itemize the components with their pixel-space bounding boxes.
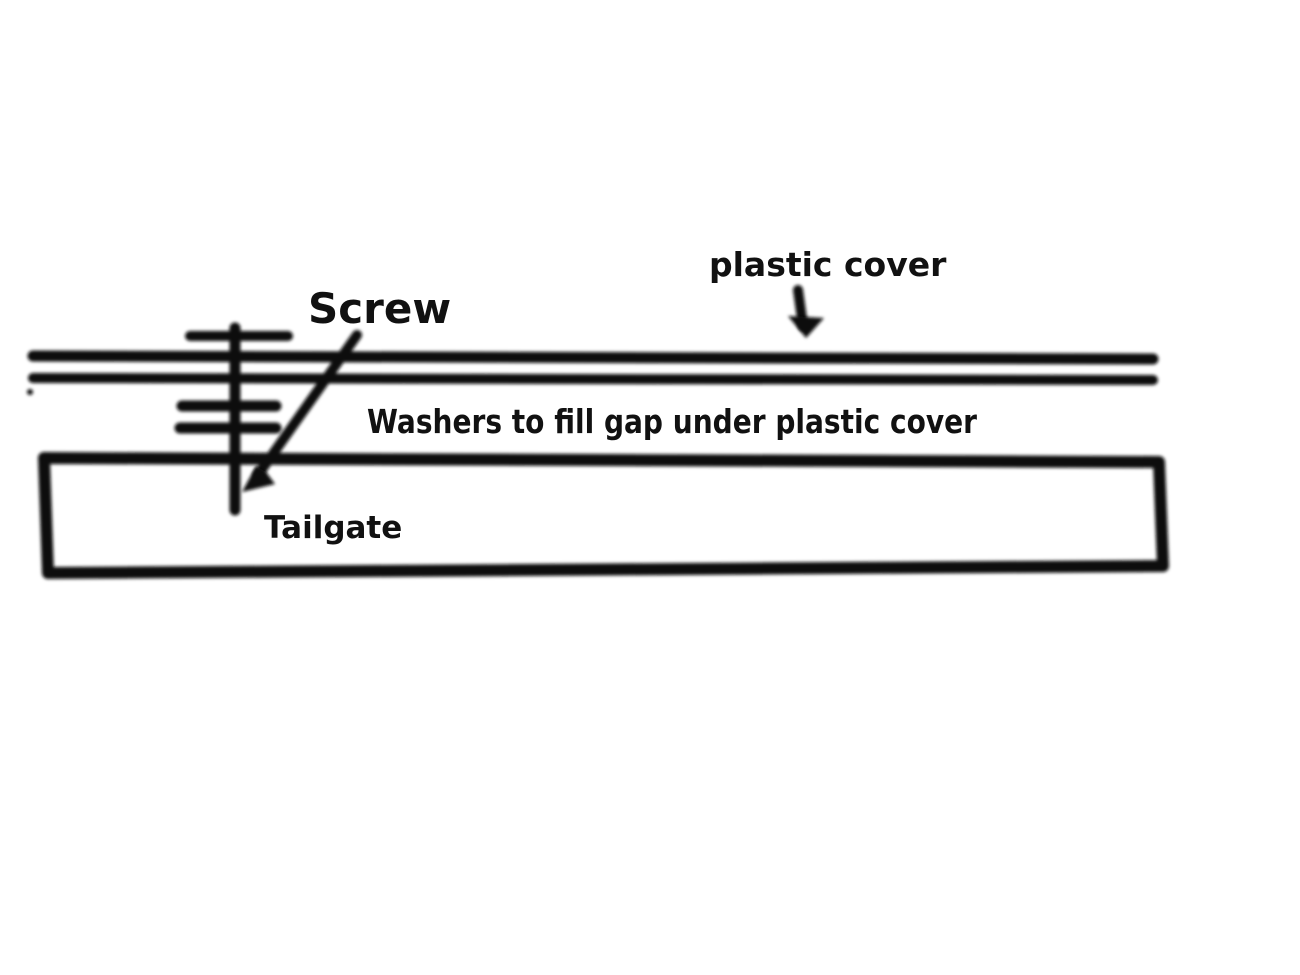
tailgate-outline bbox=[38, 452, 1169, 579]
plastic-cover-arrow-head bbox=[788, 316, 824, 338]
plastic-cover-label: plastic cover bbox=[709, 245, 947, 284]
plastic-cover-line-top bbox=[27, 350, 1159, 365]
screw-arrow-head bbox=[242, 466, 275, 492]
screw-label: Screw bbox=[308, 284, 451, 333]
stray-dot bbox=[27, 389, 33, 395]
screw-arrow-line bbox=[253, 330, 362, 480]
washers-label: Washers to fill gap under plastic cover bbox=[367, 402, 978, 441]
plastic-cover-line-bottom bbox=[28, 373, 1158, 385]
tailgate-label: Tailgate bbox=[264, 510, 402, 546]
